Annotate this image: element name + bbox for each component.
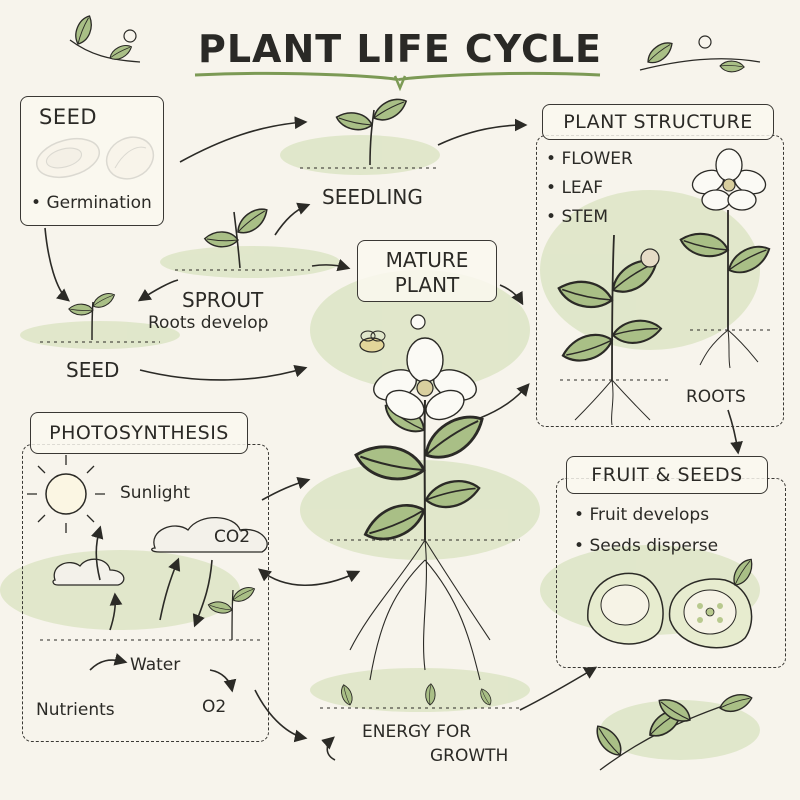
co2-cloud-icon (151, 517, 268, 553)
mature-plant-line1: MATURE (385, 248, 469, 272)
sprout-illustration (175, 203, 310, 271)
structure-item-flower: • FLOWER (546, 149, 633, 169)
mature-plant-box: MATURE PLANT (357, 240, 497, 302)
sun-icon (27, 455, 105, 533)
fruit-illustration (587, 555, 759, 649)
fruit-item-develops: • Fruit develops (574, 505, 710, 525)
plant-structure-heading: PLANT STRUCTURE (563, 111, 753, 133)
seed-box-bullet: • Germination (31, 193, 152, 213)
title-left-sprig (69, 12, 141, 63)
bottom-leaves-illustration (591, 691, 755, 771)
structure-item-leaf: • LEAF (546, 178, 604, 198)
sunlight-label: Sunlight (120, 483, 191, 503)
mature-plant-illustration (330, 314, 520, 681)
energy-line1: ENERGY FOR (362, 722, 472, 742)
seed-label: SEED (66, 358, 120, 382)
small-plant-icon (206, 584, 258, 641)
structure-item-stem: • STEM (546, 207, 609, 227)
water-label: Water (130, 655, 181, 675)
fruit-seeds-heading: FRUIT & SEEDS (591, 464, 743, 486)
roots-develop-label: Roots develop (148, 313, 269, 333)
photosynthesis-header: PHOTOSYNTHESIS (30, 412, 248, 454)
o2-label: O2 (202, 697, 227, 717)
seedling-illustration (300, 94, 440, 169)
bee-icon (359, 330, 386, 353)
energy-line2: GROWTH (430, 746, 509, 766)
page-title: PLANT LIFE CYCLE (197, 27, 603, 71)
plant-structure-header: PLANT STRUCTURE (542, 104, 774, 140)
photosynthesis-heading: PHOTOSYNTHESIS (49, 422, 229, 444)
fruit-item-disperse: • Seeds disperse (574, 536, 719, 556)
seedling-label: SEEDLING (322, 185, 423, 209)
nutrients-label: Nutrients (36, 700, 115, 720)
small-sprout-illustration (40, 290, 160, 343)
co2-label: CO2 (214, 527, 251, 547)
seed-box-heading: SEED (39, 105, 98, 129)
flower-icon (373, 337, 477, 421)
fruit-seeds-header: FRUIT & SEEDS (566, 456, 768, 494)
cloud-icon (52, 558, 125, 586)
roots-label: ROOTS (686, 387, 746, 407)
plant-structure-illustration (554, 148, 775, 426)
seed-box: SEED • Germination (20, 96, 164, 226)
mature-plant-line2: PLANT (394, 273, 460, 297)
title-right-sprig (639, 35, 761, 75)
flower-icon (691, 148, 767, 211)
bottom-grass-illustration (320, 682, 520, 709)
sprout-label: SPROUT (182, 288, 264, 312)
